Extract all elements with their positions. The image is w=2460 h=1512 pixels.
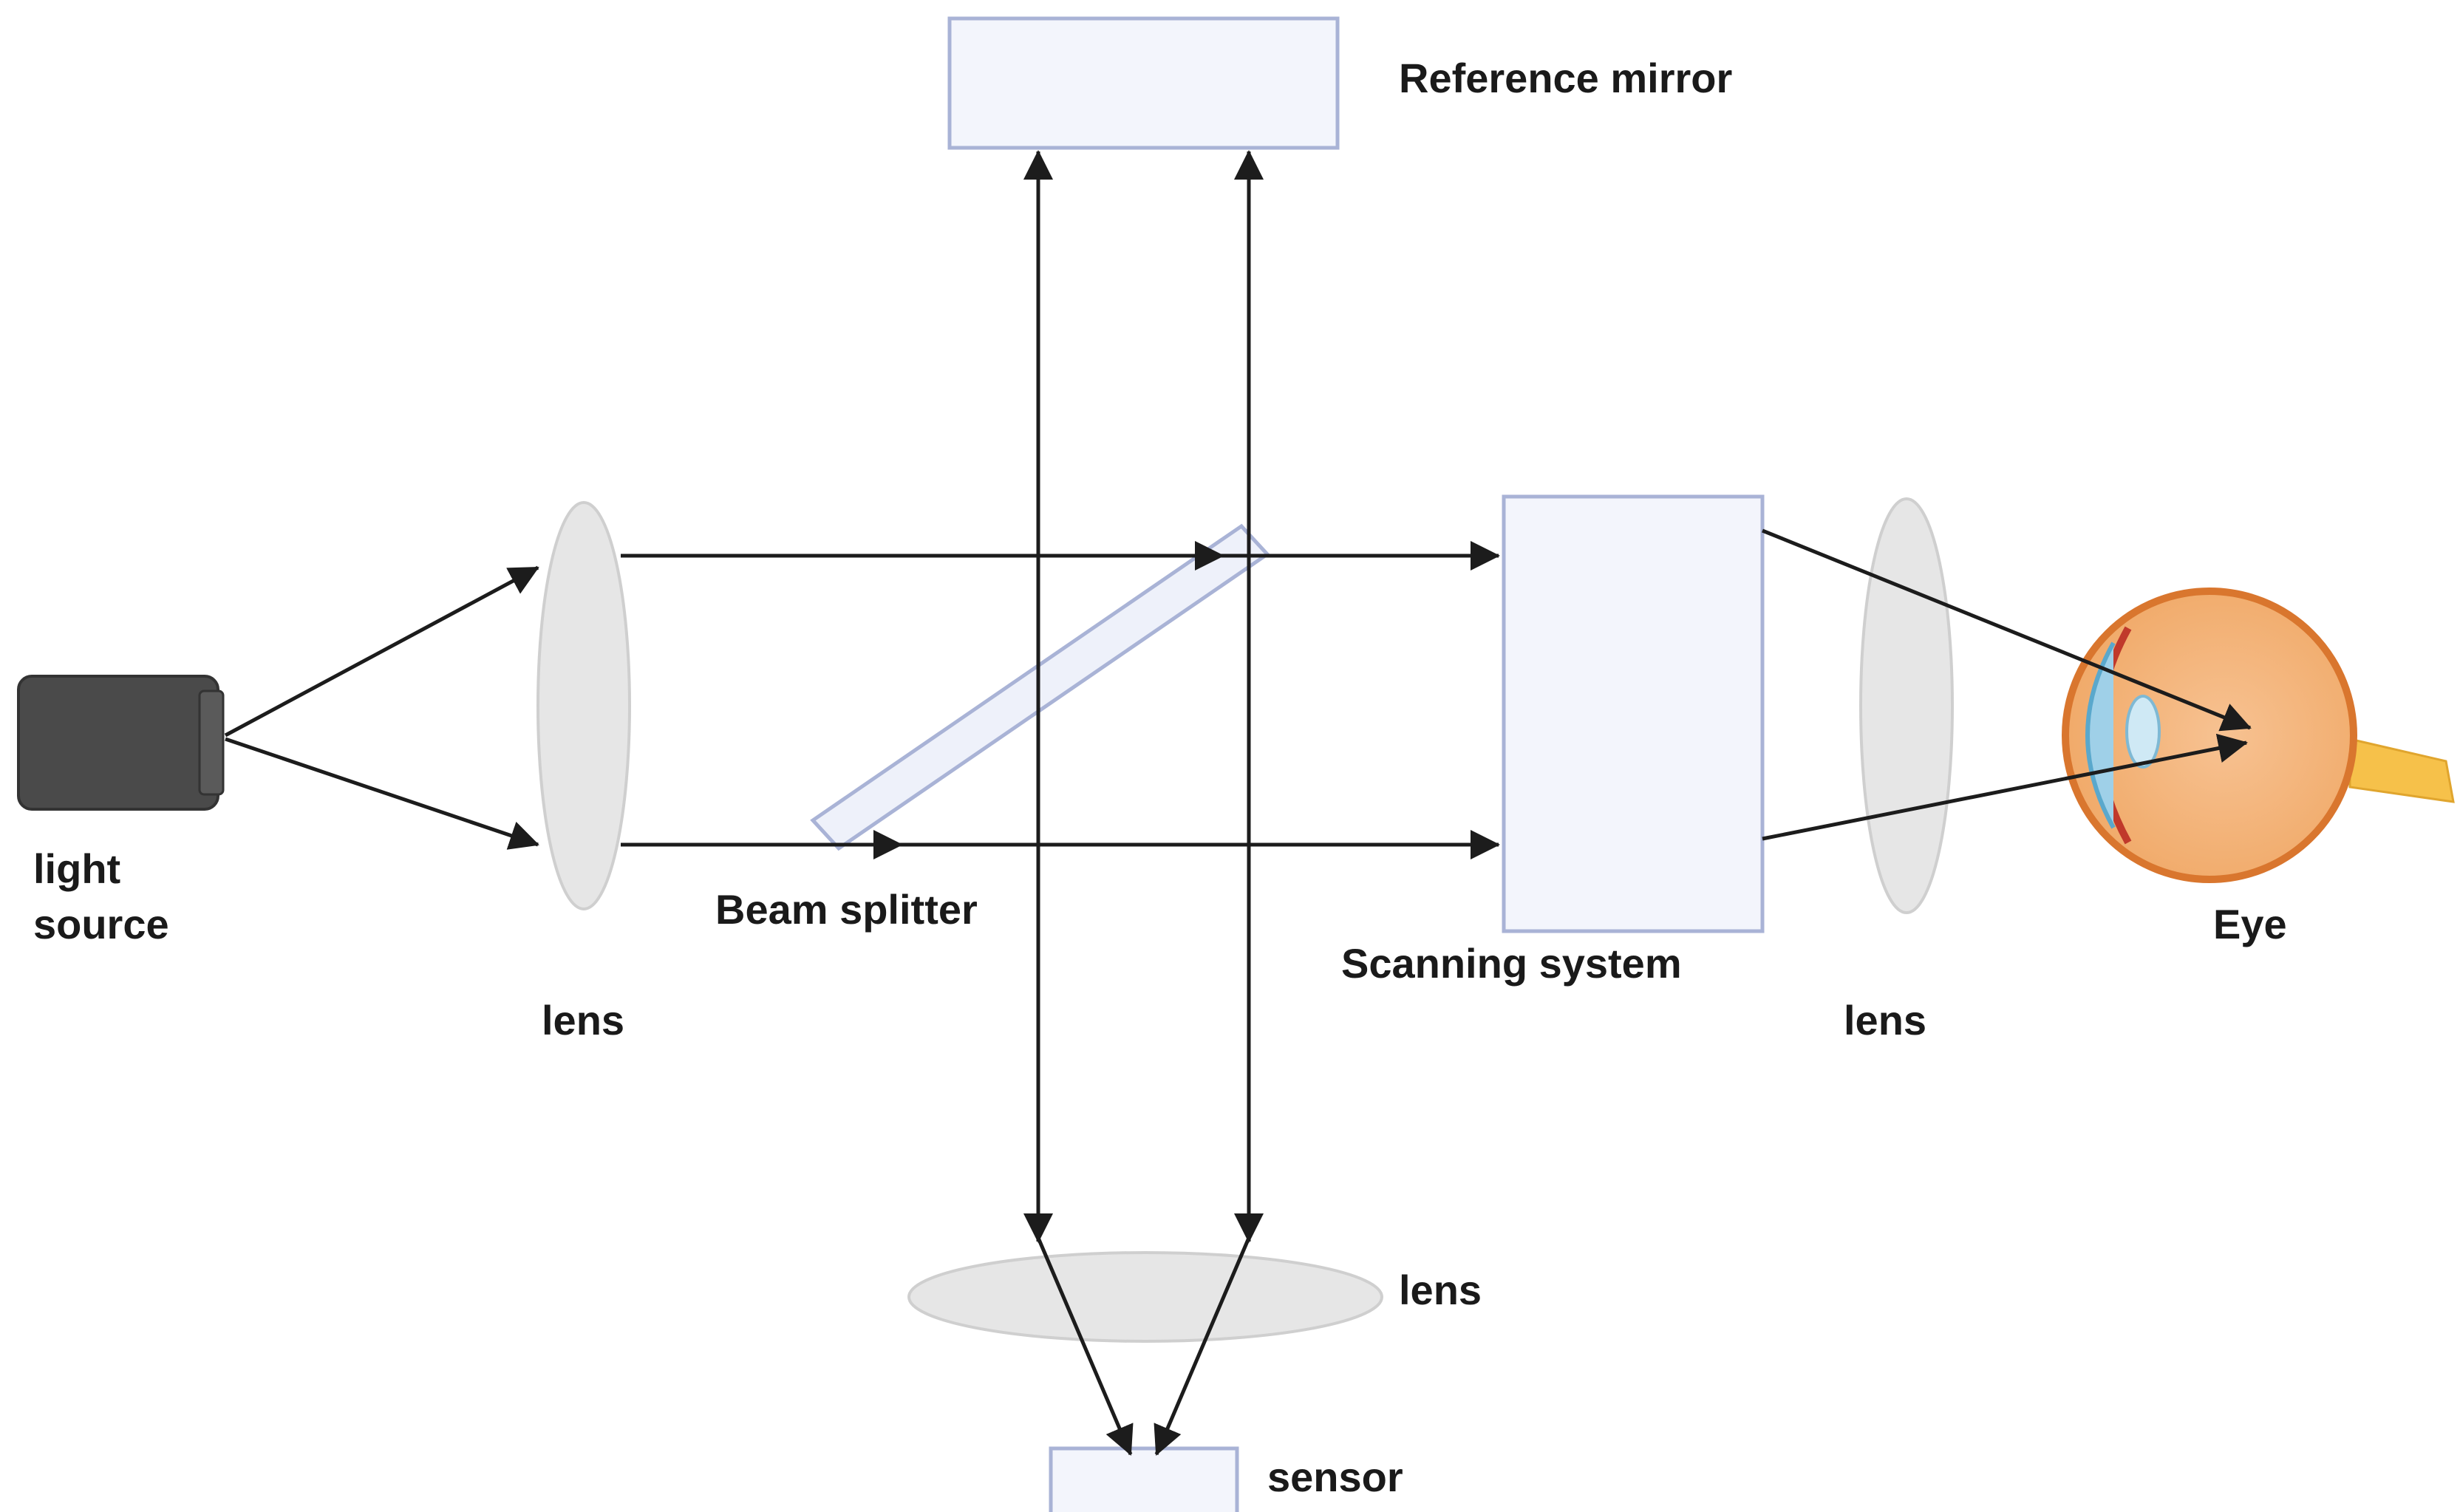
light-paths	[224, 150, 2252, 1456]
label-lens-left: lens	[542, 997, 625, 1043]
label-lens-right: lens	[1844, 997, 1927, 1043]
arrow-scanner-to-eye-bottom	[1762, 733, 2248, 841]
label-light-source-line1: light	[33, 845, 121, 892]
arrow-source-to-lens-top	[224, 565, 539, 738]
eye-icon	[2062, 588, 2455, 883]
sensor-box	[1049, 1446, 1239, 1512]
bottom-lens	[907, 1251, 1383, 1343]
label-eye: Eye	[2213, 901, 2287, 947]
reference-mirror-box	[947, 16, 1340, 150]
label-lens-bottom: lens	[1399, 1267, 1482, 1313]
label-light-source-line2: source	[33, 901, 169, 947]
light-source-icon	[17, 675, 225, 811]
arrow-source-to-lens-bottom	[225, 737, 539, 850]
arrow-scanner-to-eye-top	[1762, 528, 2252, 732]
right-lens	[1859, 497, 1954, 914]
label-scanning-system: Scanning system	[1341, 940, 1682, 987]
arrow-lens-to-sensor-left	[1036, 1237, 1134, 1456]
left-lens	[536, 501, 631, 910]
arrow-lens-to-sensor-right	[1154, 1237, 1251, 1456]
label-reference-mirror: Reference mirror	[1399, 55, 1733, 101]
label-sensor: sensor	[1267, 1454, 1403, 1500]
label-beam-splitter: Beam splitter	[715, 886, 978, 933]
scanning-system-box	[1502, 494, 1765, 933]
